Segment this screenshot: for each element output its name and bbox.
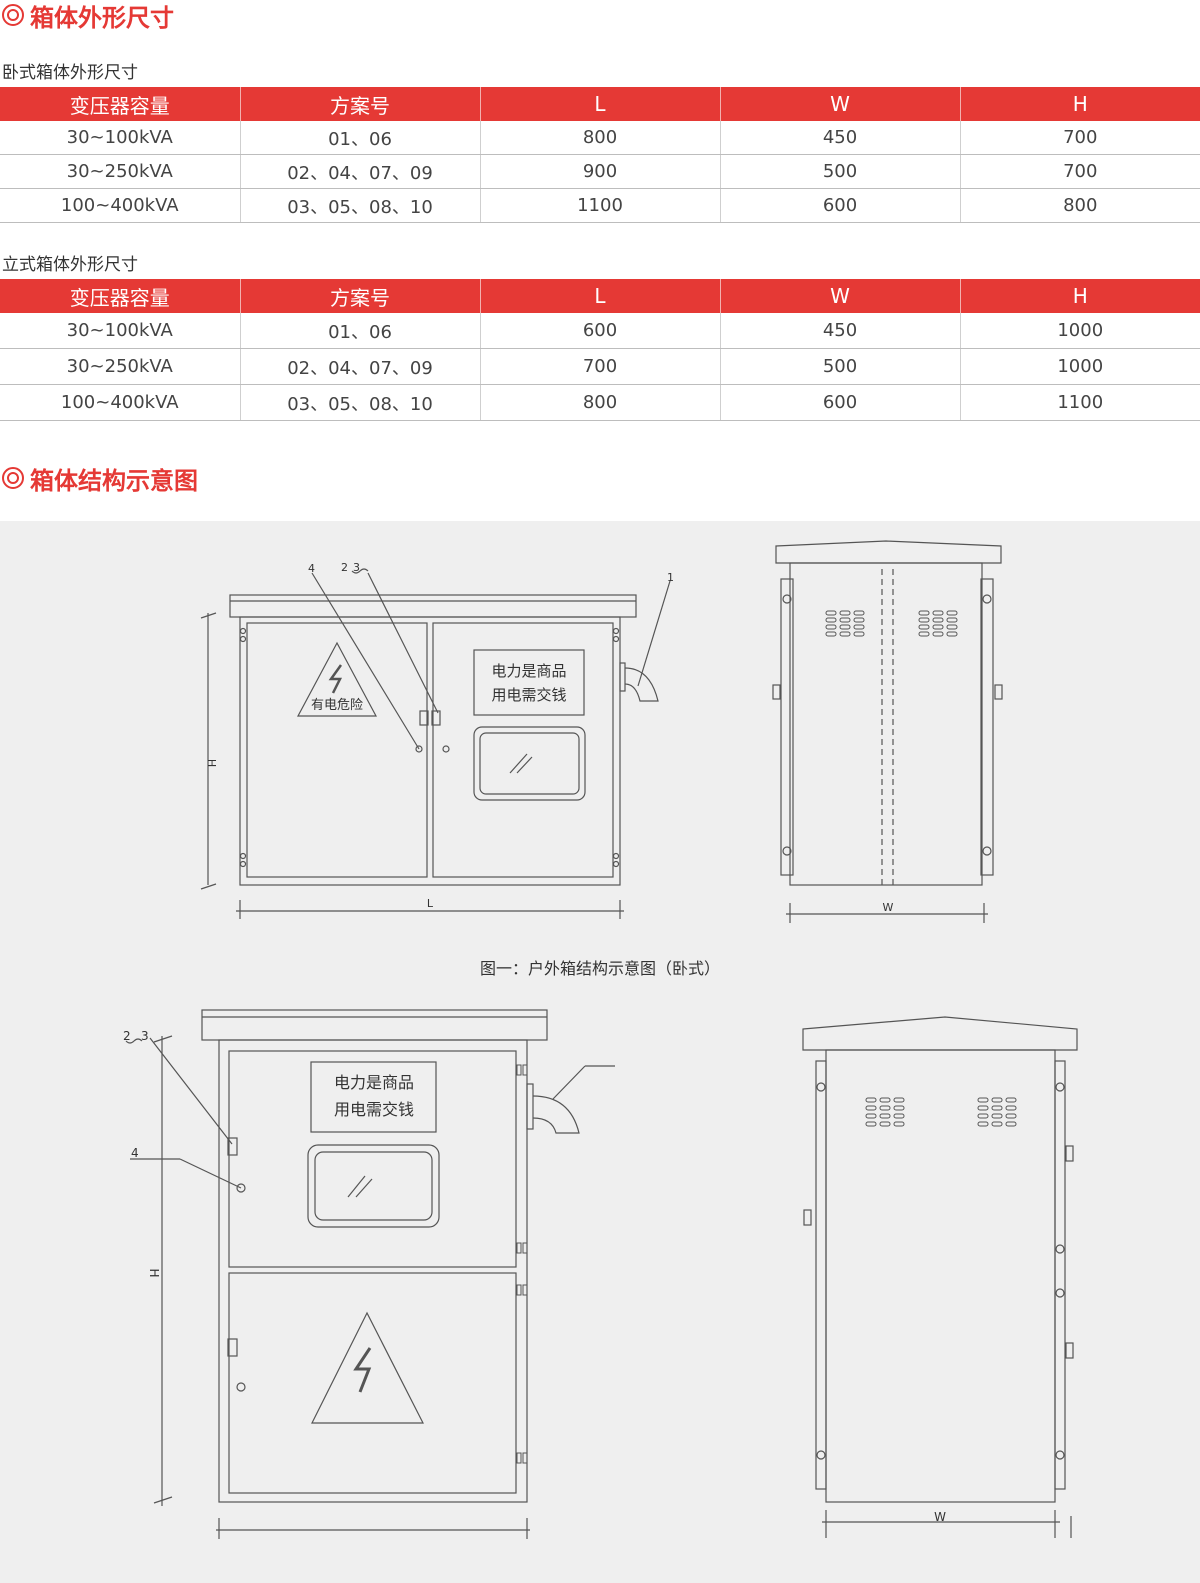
structure-diagram: 有电危险 电力是商品 用电需交钱 4 2 3 1 H L W 电力是商品 用电需…: [0, 521, 1200, 1583]
horizontal-side-view: [772, 540, 1003, 923]
header-l: L: [480, 279, 721, 313]
dim-l-label: L: [427, 897, 434, 910]
cell: 03、05、08、10: [240, 384, 481, 421]
header-w: W: [720, 87, 961, 121]
table-row: 30~250kVA 02、04、07、09 700 500 1000: [0, 348, 1200, 385]
callout-4: 4: [308, 562, 315, 575]
cell: 1100: [960, 384, 1200, 421]
cell: 1000: [960, 348, 1200, 385]
table-header-row: 变压器容量 方案号 L W H: [0, 87, 1200, 121]
cell: 450: [720, 313, 961, 349]
cell: 450: [720, 121, 961, 155]
callout-2: 2: [341, 561, 348, 574]
structure-diagram-svg: 有电危险 电力是商品 用电需交钱 4 2 3 1 H L W 电力是商品 用电需…: [123, 540, 1078, 1539]
double-circle-icon: [2, 4, 24, 26]
cell: 700: [960, 121, 1200, 155]
cell: 02、04、07、09: [240, 154, 481, 189]
header-l: L: [480, 87, 721, 121]
cell: 30~250kVA: [0, 154, 241, 189]
cell: 100~400kVA: [0, 188, 241, 223]
header-capacity: 变压器容量: [0, 279, 241, 313]
dim-h-label: H: [205, 759, 218, 767]
cell: 1100: [480, 188, 721, 223]
cell: 1000: [960, 313, 1200, 349]
cell: 900: [480, 154, 721, 189]
cell: 30~250kVA: [0, 348, 241, 385]
section-title-dimensions: 箱体外形尺寸: [2, 0, 174, 32]
double-circle-icon: [2, 467, 24, 489]
header-w: W: [720, 279, 961, 313]
table-row: 30~100kVA 01、06 600 450 1000: [0, 313, 1200, 349]
cell: 600: [720, 188, 961, 223]
table-row: 30~250kVA 02、04、07、09 900 500 700: [0, 154, 1200, 189]
cell: 700: [480, 348, 721, 385]
header-h: H: [960, 279, 1200, 313]
table-row: 100~400kVA 03、05、08、10 800 600 1100: [0, 384, 1200, 421]
cell: 600: [480, 313, 721, 349]
cell: 30~100kVA: [0, 121, 241, 155]
sign-line2: 用电需交钱: [334, 1100, 414, 1119]
cell: 03、05、08、10: [240, 188, 481, 223]
cell: 30~100kVA: [0, 313, 241, 349]
dim-w-label: W: [883, 901, 894, 914]
sign-line2: 用电需交钱: [491, 686, 566, 704]
cell: 800: [960, 188, 1200, 223]
cell: 600: [720, 384, 961, 421]
horizontal-subtitle: 卧式箱体外形尺寸: [2, 63, 138, 83]
horizontal-dimension-table: 变压器容量 方案号 L W H 30~100kVA 01、06 800 450 …: [0, 87, 1200, 223]
callout-4: 4: [131, 1146, 139, 1160]
section-title-structure: 箱体结构示意图: [2, 463, 198, 495]
header-scheme: 方案号: [240, 87, 481, 121]
vertical-side-view: [802, 1016, 1078, 1538]
cell: 100~400kVA: [0, 384, 241, 421]
cell: 700: [960, 154, 1200, 189]
warning-label: 有电危险: [311, 698, 363, 713]
header-capacity: 变压器容量: [0, 87, 241, 121]
dim-w-label: W: [934, 1510, 946, 1524]
cell: 01、06: [240, 313, 481, 349]
vertical-front-view: [125, 1009, 615, 1539]
dim-h-label: H: [147, 1268, 161, 1277]
vertical-dimension-table: 变压器容量 方案号 L W H 30~100kVA 01、06 600 450 …: [0, 279, 1200, 421]
callout-2: 2: [123, 1029, 131, 1043]
cell: 500: [720, 348, 961, 385]
cell: 800: [480, 121, 721, 155]
table-row: 30~100kVA 01、06 800 450 700: [0, 121, 1200, 155]
sign-line1: 电力是商品: [334, 1073, 414, 1092]
cell: 500: [720, 154, 961, 189]
header-h: H: [960, 87, 1200, 121]
callout-1: 1: [667, 571, 674, 584]
header-scheme: 方案号: [240, 279, 481, 313]
vertical-subtitle: 立式箱体外形尺寸: [2, 255, 138, 275]
figure-caption: 图一：户外箱结构示意图（卧式）: [479, 959, 720, 978]
sign-line1: 电力是商品: [491, 662, 566, 680]
callout-3: 3: [141, 1029, 149, 1043]
table-row: 100~400kVA 03、05、08、10 1100 600 800: [0, 188, 1200, 223]
cell: 02、04、07、09: [240, 348, 481, 385]
table-header-row: 变压器容量 方案号 L W H: [0, 279, 1200, 313]
horizontal-front-view: [200, 568, 671, 919]
cell: 800: [480, 384, 721, 421]
callout-3: 3: [353, 561, 360, 574]
cell: 01、06: [240, 121, 481, 155]
